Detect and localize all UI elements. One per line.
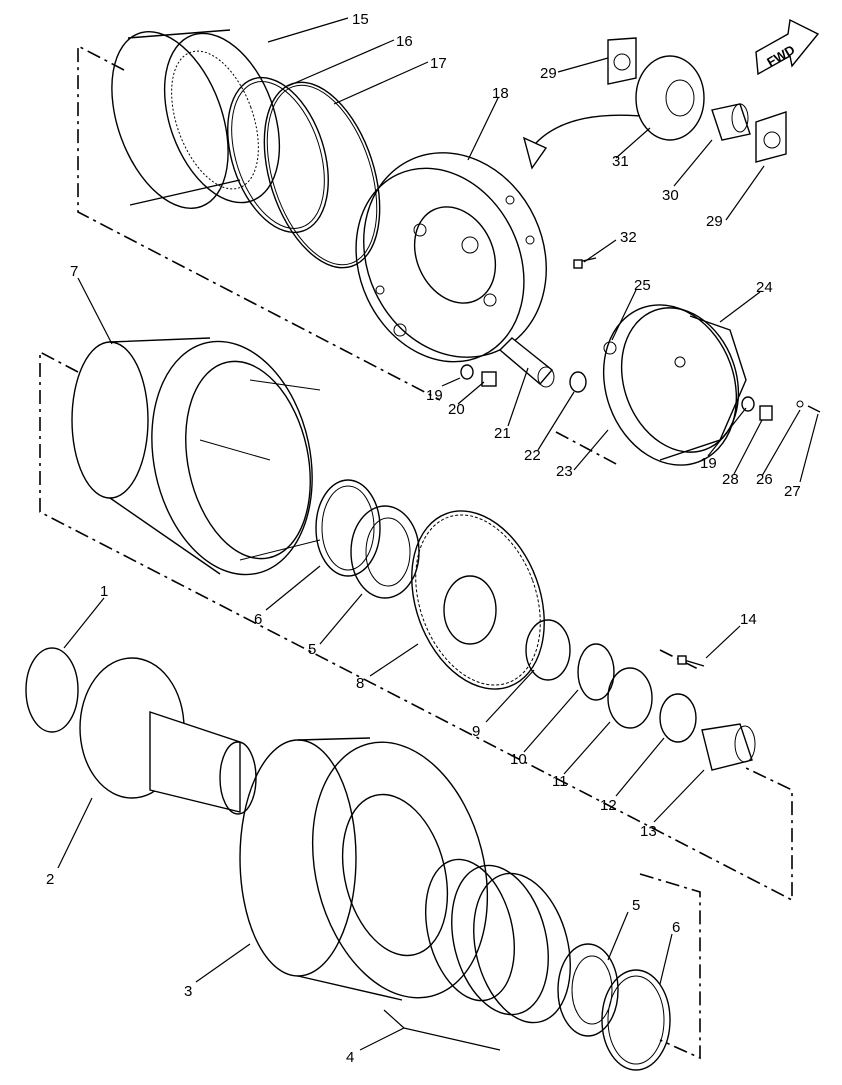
- callout-17: 17: [430, 55, 447, 72]
- planetary-hub-7: [71, 337, 321, 576]
- idler-gear-31: [635, 55, 705, 141]
- callout-25: 25: [634, 277, 651, 294]
- output-shaft-2: [79, 657, 257, 815]
- callout-24: 24: [756, 279, 773, 296]
- callout-5-upper: 5: [308, 641, 316, 658]
- callout-19-right: 19: [700, 455, 717, 472]
- ring-gear-15: [111, 29, 281, 209]
- o-ring-1: [25, 647, 79, 733]
- callout-7: 7: [70, 263, 78, 280]
- callout-8: 8: [356, 675, 364, 692]
- thrust-washer-10: [577, 643, 615, 701]
- callout-6-upper: 6: [254, 611, 262, 628]
- callout-20: 20: [448, 401, 465, 418]
- housing-3: [239, 737, 489, 1001]
- bearing-5-upper: [350, 505, 420, 599]
- bolt-32: [573, 257, 597, 269]
- callout-3: 3: [184, 983, 192, 1000]
- callout-2: 2: [46, 871, 54, 888]
- callout-15: 15: [352, 11, 369, 28]
- callout-30: 30: [662, 187, 679, 204]
- plug-28: [759, 405, 773, 421]
- sun-gear-8: [411, 510, 545, 690]
- callout-13: 13: [640, 823, 657, 840]
- pin-21: [498, 337, 555, 388]
- pinion-13: [701, 723, 756, 771]
- assembly-arrow-head: [522, 136, 548, 170]
- callout-22: 22: [524, 447, 541, 464]
- ring-6-upper: [315, 479, 381, 577]
- callout-6-lower: 6: [672, 919, 680, 936]
- callout-5-lower: 5: [632, 897, 640, 914]
- callout-29-right: 29: [706, 213, 723, 230]
- brake-bracket-23-24: [602, 304, 747, 466]
- callout-10: 10: [510, 751, 527, 768]
- callout-1: 1: [100, 583, 108, 600]
- ring-6-lower: [601, 969, 671, 1071]
- callout-4: 4: [346, 1049, 354, 1066]
- carrier-plate-18: [355, 152, 547, 363]
- callout-21: 21: [494, 425, 511, 442]
- seal-set-4: [424, 858, 571, 1024]
- assembly-arrow: [529, 114, 641, 151]
- callout-18: 18: [492, 85, 509, 102]
- o-ring-19-right: [741, 396, 755, 412]
- callout-26: 26: [756, 471, 773, 488]
- callout-23: 23: [556, 463, 573, 480]
- spacer-29-right: [755, 111, 787, 163]
- callout-29-top: 29: [540, 65, 557, 82]
- callout-12: 12: [600, 797, 617, 814]
- spacer-29-top: [607, 37, 637, 85]
- fitting-25: [603, 341, 617, 355]
- callout-19-left: 19: [426, 387, 443, 404]
- callout-32: 32: [620, 229, 637, 246]
- o-ring-19-left: [460, 364, 474, 380]
- callout-28: 28: [722, 471, 739, 488]
- callout-14: 14: [740, 611, 757, 628]
- washer-26: [796, 400, 804, 408]
- callout-16: 16: [396, 33, 413, 50]
- screw-27: [807, 405, 821, 413]
- bushing-30: [711, 103, 751, 141]
- retainer-12: [659, 693, 697, 743]
- ring-17: [263, 81, 381, 269]
- callout-9: 9: [472, 723, 480, 740]
- plug-20: [481, 371, 497, 387]
- bolt-14: [677, 655, 705, 667]
- group-boundaries: [39, 44, 793, 1060]
- snap-ring-16: [227, 76, 329, 234]
- callout-31: 31: [612, 153, 629, 170]
- callout-11: 11: [552, 773, 568, 790]
- bearing-5-lower: [557, 943, 619, 1037]
- callout-labels: 1 2 3 4 5 5 6 6 7 8 9 10 11 12 13 14 15 …: [46, 11, 801, 1066]
- bushing-9: [525, 619, 571, 681]
- leader-lines: [57, 17, 819, 1051]
- callout-27: 27: [784, 483, 801, 500]
- bearing-plate-11: [607, 667, 653, 729]
- snap-ring-22: [569, 371, 587, 393]
- fwd-arrow-icon: FWD: [755, 18, 820, 76]
